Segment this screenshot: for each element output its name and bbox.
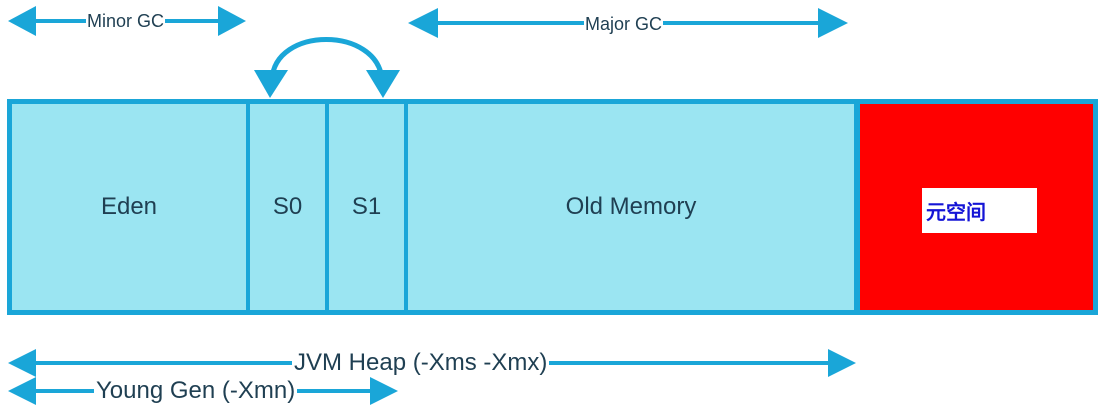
- old-memory-label: Old Memory: [565, 193, 697, 220]
- s1-old-divider: [404, 104, 408, 310]
- jvm-heap-label: JVM Heap (-Xms -Xmx): [292, 349, 550, 376]
- metaspace-label: 元空间: [922, 188, 1037, 233]
- eden-label: Eden: [100, 193, 158, 220]
- major-gc-label: Major GC: [584, 14, 664, 34]
- s0-label: S0: [272, 193, 303, 220]
- s0-region: S0: [250, 104, 325, 310]
- s1-region: S1: [329, 104, 404, 310]
- s1-label: S1: [351, 193, 382, 220]
- s0-s1-divider: [325, 104, 329, 310]
- survivor-swap-arrow: [254, 37, 400, 98]
- minor-gc-label: Minor GC: [86, 11, 166, 31]
- eden-s0-divider: [246, 104, 250, 310]
- eden-region: Eden: [12, 104, 246, 310]
- young-gen-label: Young Gen (-Xmn): [94, 377, 298, 404]
- old-memory-region: Old Memory: [408, 104, 854, 310]
